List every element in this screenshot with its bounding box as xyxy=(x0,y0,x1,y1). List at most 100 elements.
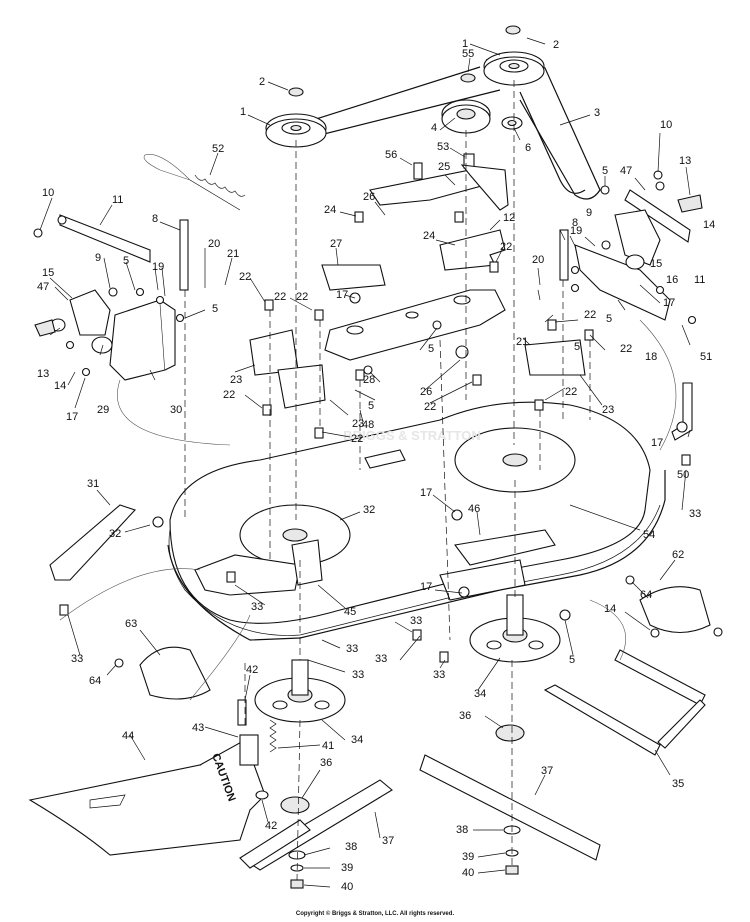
callout-23: 23 xyxy=(230,374,242,386)
callout-32: 32 xyxy=(109,528,121,540)
callout-28: 28 xyxy=(363,374,375,386)
callout-17: 17 xyxy=(651,437,663,449)
callout-11: 11 xyxy=(694,274,705,286)
callout-5: 5 xyxy=(368,400,374,412)
callout-14: 14 xyxy=(703,219,715,231)
callout-33: 33 xyxy=(375,653,387,665)
callout-5: 5 xyxy=(123,255,129,267)
copyright-notice: Copyright © Briggs & Stratton, LLC. All … xyxy=(295,911,455,917)
callout-14: 14 xyxy=(604,603,616,615)
callout-8: 8 xyxy=(572,217,578,229)
callout-37: 37 xyxy=(382,835,394,847)
callout-36: 36 xyxy=(459,710,471,722)
deflector-35 xyxy=(543,649,706,756)
callout-22: 22 xyxy=(274,291,286,303)
deck-logo-text: BRIGGS & STRATTON xyxy=(343,428,480,443)
callout-24: 24 xyxy=(423,230,435,242)
guard-31 xyxy=(49,504,136,581)
right-hanger-18 xyxy=(574,209,671,321)
callout-15: 15 xyxy=(42,267,54,279)
callout-17: 17 xyxy=(336,289,348,301)
callout-39: 39 xyxy=(462,851,474,863)
callout-29: 29 xyxy=(97,404,109,416)
callout-46: 46 xyxy=(468,503,480,515)
callout-15: 15 xyxy=(650,258,662,270)
callout-38: 38 xyxy=(345,841,357,853)
callout-13: 13 xyxy=(37,368,49,380)
callout-20: 20 xyxy=(532,254,544,266)
callout-33: 33 xyxy=(433,669,445,681)
callout-31: 31 xyxy=(87,478,99,490)
callout-1: 1 xyxy=(462,38,468,50)
callout-22: 22 xyxy=(223,389,235,401)
callout-8: 8 xyxy=(152,213,158,225)
callout-24: 24 xyxy=(324,204,336,216)
center-plate-28 xyxy=(324,289,506,361)
callout-35: 35 xyxy=(672,778,684,790)
flat-idler xyxy=(501,116,523,130)
callout-22: 22 xyxy=(351,433,363,445)
callout-43: 43 xyxy=(192,722,204,734)
callout-10: 10 xyxy=(42,187,54,199)
callout-33: 33 xyxy=(346,643,358,655)
left-bracket-15 xyxy=(34,289,111,337)
callout-2: 2 xyxy=(553,39,559,51)
left-arm-11 xyxy=(57,214,151,263)
callout-42: 42 xyxy=(265,820,277,832)
callout-25: 25 xyxy=(438,161,450,173)
left-hardware xyxy=(65,287,185,377)
blade-left xyxy=(239,779,393,871)
center-bracket-12 xyxy=(439,229,506,271)
callout-5: 5 xyxy=(606,313,612,325)
callout-26: 26 xyxy=(363,191,375,203)
callout-20: 20 xyxy=(208,238,220,250)
right-arm-11 xyxy=(624,181,703,243)
callout-33: 33 xyxy=(71,653,83,665)
callout-22: 22 xyxy=(296,291,308,303)
callout-9: 9 xyxy=(586,207,592,219)
callout-41: 41 xyxy=(322,740,334,752)
callout-36: 36 xyxy=(320,757,332,769)
callout-50: 50 xyxy=(677,469,689,481)
callout-34: 34 xyxy=(474,688,486,700)
callout-37: 37 xyxy=(541,765,553,777)
callout-12: 12 xyxy=(503,212,515,224)
drawing: BRIGGS & STRATTON xyxy=(28,25,723,889)
callout-21: 21 xyxy=(516,336,528,348)
shield-62 xyxy=(639,586,711,633)
callout-18: 18 xyxy=(645,351,657,363)
callout-22: 22 xyxy=(565,386,577,398)
callout-38: 38 xyxy=(456,824,468,836)
pulley-left xyxy=(265,113,327,148)
callout-22: 22 xyxy=(620,343,632,355)
callout-44: 44 xyxy=(122,730,134,742)
callout-23: 23 xyxy=(602,404,614,416)
callout-17: 17 xyxy=(663,297,675,309)
callout-47: 47 xyxy=(37,281,49,293)
left-hanger-30 xyxy=(91,299,176,381)
callout-21: 21 xyxy=(227,248,239,260)
callout-1: 1 xyxy=(240,106,246,118)
callout-9: 9 xyxy=(95,252,101,264)
callout-26: 26 xyxy=(420,386,432,398)
callout-52: 52 xyxy=(212,143,224,155)
callout-22: 22 xyxy=(500,241,512,253)
callouts: 1 2 2 1 55 3 4 53 6 56 25 52 10 47 13 5 … xyxy=(37,38,715,893)
deck-logo: BRIGGS & STRATTON xyxy=(343,428,480,443)
callout-47: 47 xyxy=(620,165,632,177)
callout-48: 48 xyxy=(362,419,374,431)
hinge-43-41 xyxy=(237,699,277,800)
callout-3: 3 xyxy=(594,107,600,119)
callout-39: 39 xyxy=(341,862,353,874)
callout-2: 2 xyxy=(259,76,265,88)
callout-64: 64 xyxy=(89,675,101,687)
callout-40: 40 xyxy=(462,867,474,879)
callout-23: 23 xyxy=(352,418,364,430)
callout-22: 22 xyxy=(584,309,596,321)
right-hardware xyxy=(570,185,697,325)
callout-51: 51 xyxy=(700,351,712,363)
bracket-45 xyxy=(194,539,323,596)
tension-spring xyxy=(143,153,246,211)
callout-5: 5 xyxy=(569,654,575,666)
